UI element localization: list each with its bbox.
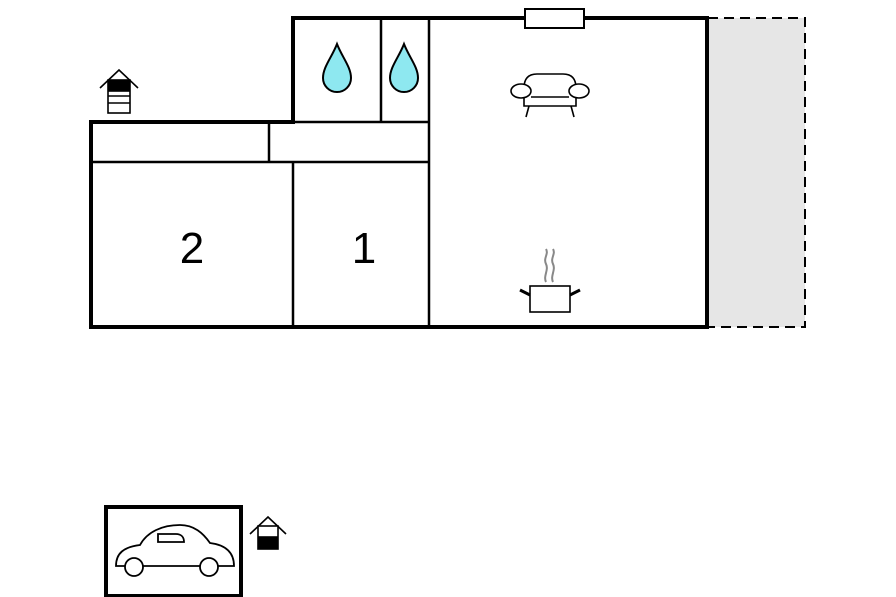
cooking-pot-icon [519, 248, 581, 313]
car-icon [115, 524, 235, 577]
window-icon [524, 8, 585, 29]
house-entrance-icon [249, 515, 287, 550]
water-drop-icon [321, 41, 353, 93]
bedroom-2-label: 2 [180, 224, 204, 273]
bedroom-1-label: 1 [352, 224, 376, 273]
water-drop-icon [388, 41, 420, 93]
sofa-icon [510, 73, 590, 118]
interior-walls [91, 18, 431, 327]
car-parking [104, 505, 243, 597]
terrace [708, 17, 806, 328]
house-entrance-icon [99, 68, 139, 114]
